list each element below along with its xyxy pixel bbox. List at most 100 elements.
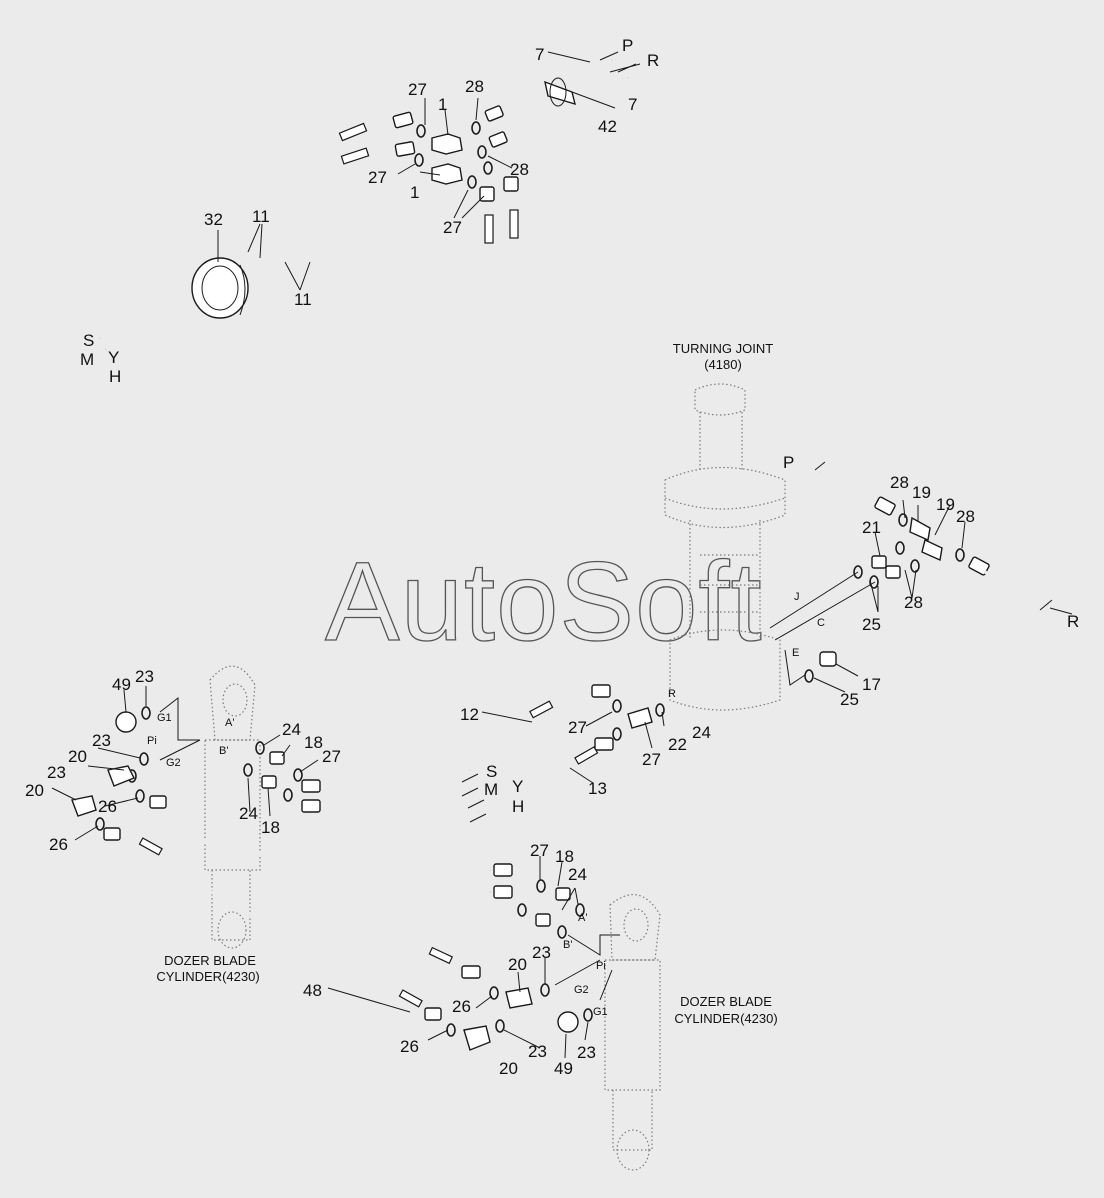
callout-25: 25 xyxy=(862,615,881,634)
callout-27: 27 xyxy=(368,168,387,187)
callout-port-y: Y xyxy=(512,777,523,796)
callout-11: 11 xyxy=(252,207,270,226)
callout-numbers: 7 P R 7 42 28 28 27 1 27 1 27 32 11 11 S… xyxy=(25,36,1079,1078)
callout-28: 28 xyxy=(510,160,529,179)
port-labels: G1 Pi G2 A' B' J C E R A' B' Pi G2 G1 xyxy=(147,591,825,1018)
callout-21: 21 xyxy=(862,518,881,537)
callout-12: 12 xyxy=(460,705,479,724)
turning-joint-outline xyxy=(664,383,786,711)
callout-20: 20 xyxy=(25,781,44,800)
port-label-a: A' xyxy=(225,717,234,729)
callout-28: 28 xyxy=(904,593,923,612)
callout-23: 23 xyxy=(532,943,551,962)
callout-42: 42 xyxy=(598,117,617,136)
callout-26: 26 xyxy=(49,835,68,854)
callout-27: 27 xyxy=(530,841,549,860)
port-label-g1: G1 xyxy=(157,712,172,724)
callout-19: 19 xyxy=(936,495,955,514)
callout-23: 23 xyxy=(135,667,154,686)
callout-24: 24 xyxy=(568,865,587,884)
callout-7: 7 xyxy=(628,95,637,114)
top-fittings xyxy=(414,121,493,189)
callout-18: 18 xyxy=(261,818,280,837)
callout-11: 11 xyxy=(294,290,312,309)
callout-port-h: H xyxy=(109,367,121,386)
callout-26: 26 xyxy=(452,997,471,1016)
callout-7: 7 xyxy=(535,45,544,64)
dozer-cylinder-left-outline xyxy=(204,665,261,949)
callout-27: 27 xyxy=(322,747,341,766)
callout-49: 49 xyxy=(112,675,131,694)
lower-hose-set xyxy=(158,684,665,979)
right-pressure-return-line xyxy=(769,461,1053,686)
top-pressure-return-lines xyxy=(484,51,637,148)
upper-hose-bundle xyxy=(99,111,519,372)
right-dozer-fittings xyxy=(446,879,620,1051)
title-turning-joint-code: (4180) xyxy=(704,357,742,372)
port-label-e: E xyxy=(792,647,799,659)
callout-18: 18 xyxy=(304,733,323,752)
hose-48-and-left-fittings xyxy=(71,696,442,1021)
title-dozer-cylinder-left-code: CYLINDER(4230) xyxy=(156,969,259,984)
callout-49: 49 xyxy=(554,1059,573,1078)
callout-23: 23 xyxy=(92,731,111,750)
port-label-b: B' xyxy=(219,745,228,757)
callout-27: 27 xyxy=(568,718,587,737)
callout-27: 27 xyxy=(443,218,462,237)
component-titles: TURNING JOINT (4180) DOZER BLADE CYLINDE… xyxy=(156,341,777,1026)
port-label-g2: G2 xyxy=(574,984,589,996)
port-label-a: A' xyxy=(578,912,587,924)
callout-port-s: S xyxy=(83,331,94,350)
callout-port-r: R xyxy=(647,51,659,70)
callout-18: 18 xyxy=(555,847,574,866)
title-dozer-cylinder-right-code: CYLINDER(4230) xyxy=(674,1011,777,1026)
callout-port-m: M xyxy=(80,350,94,369)
callout-port-p: P xyxy=(783,453,794,472)
callout-port-r: R xyxy=(1067,612,1079,631)
callout-25: 25 xyxy=(840,690,859,709)
callout-28: 28 xyxy=(465,77,484,96)
callout-48: 48 xyxy=(303,981,322,1000)
port-label-b: B' xyxy=(563,939,572,951)
callout-20: 20 xyxy=(508,955,527,974)
callout-23: 23 xyxy=(528,1042,547,1061)
port-label-pi: Pi xyxy=(596,960,606,972)
callout-22: 22 xyxy=(668,735,687,754)
port-label-g2: G2 xyxy=(166,757,181,769)
callout-port-m: M xyxy=(484,780,498,799)
callout-port-h: H xyxy=(512,797,524,816)
title-dozer-cylinder-right: DOZER BLADE xyxy=(680,994,772,1009)
port-label-c: C xyxy=(817,617,825,629)
dozer-cylinder-right-outline xyxy=(604,894,661,1171)
callout-28: 28 xyxy=(956,507,975,526)
watermark-text: AutoSoft xyxy=(325,539,763,664)
callout-28: 28 xyxy=(890,473,909,492)
port-label-j: J xyxy=(794,591,800,603)
callout-26: 26 xyxy=(98,797,117,816)
callout-26: 26 xyxy=(400,1037,419,1056)
title-dozer-cylinder-left: DOZER BLADE xyxy=(164,953,256,968)
callout-20: 20 xyxy=(499,1059,518,1078)
leader-lines xyxy=(51,51,1073,1059)
callout-19: 19 xyxy=(912,483,931,502)
callout-1: 1 xyxy=(410,183,419,202)
callout-port-s: S xyxy=(486,762,497,781)
callout-13: 13 xyxy=(588,779,607,798)
callout-32: 32 xyxy=(204,210,223,229)
callout-27: 27 xyxy=(408,80,427,99)
port-label-r: R xyxy=(668,688,676,700)
title-turning-joint: TURNING JOINT xyxy=(673,341,773,356)
port-label-g1: G1 xyxy=(593,1006,608,1018)
port-label-pi: Pi xyxy=(147,735,157,747)
callout-1: 1 xyxy=(438,95,447,114)
callout-port-y: Y xyxy=(108,348,119,367)
callout-24: 24 xyxy=(239,804,258,823)
callout-23: 23 xyxy=(577,1043,596,1062)
callout-port-p: P xyxy=(622,36,633,55)
callout-23: 23 xyxy=(47,763,66,782)
callout-24: 24 xyxy=(282,720,301,739)
callout-27: 27 xyxy=(642,750,661,769)
callout-20: 20 xyxy=(68,747,87,766)
